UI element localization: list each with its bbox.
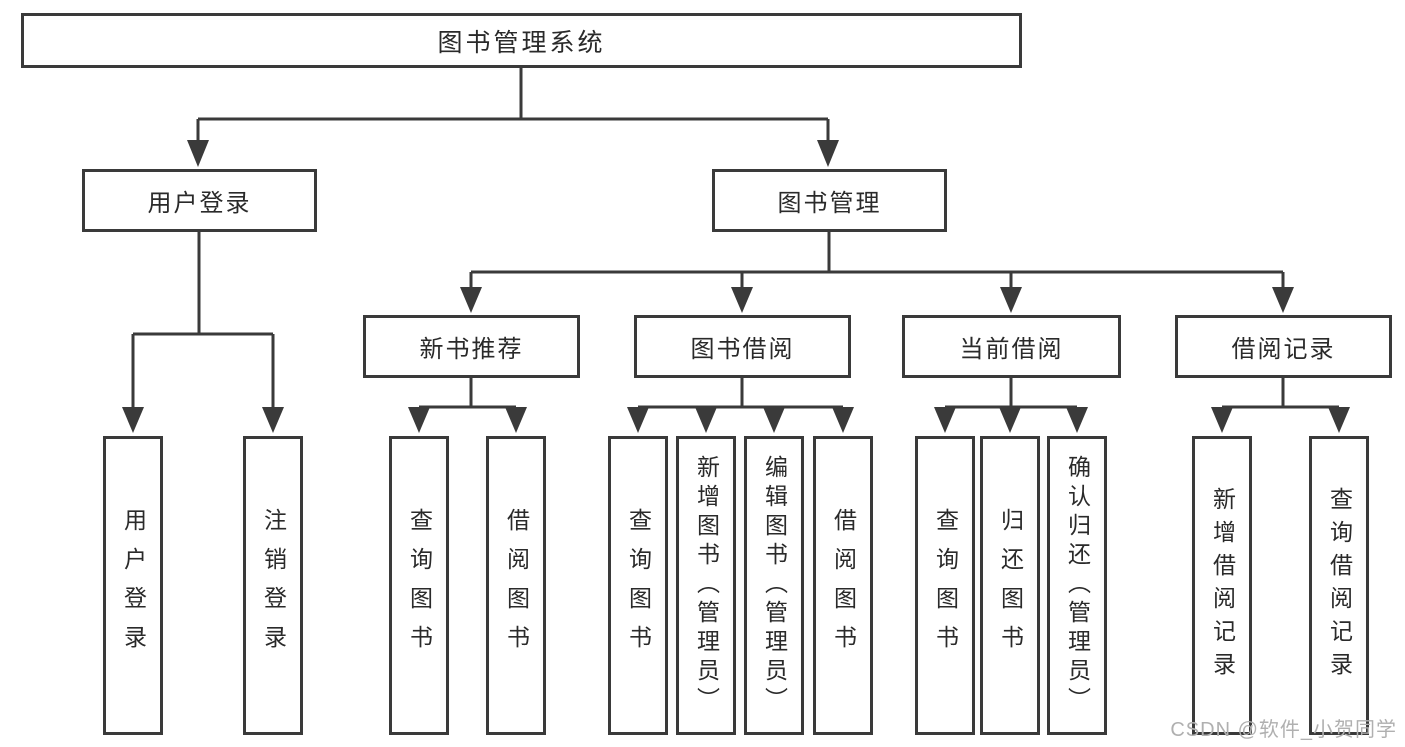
leaf-query-book: 查询图书	[915, 436, 975, 735]
connector-arrows	[122, 140, 1350, 433]
node-label: 借阅记录	[1231, 336, 1336, 363]
node-label: 查询图书	[932, 507, 959, 664]
node-label: 注销登录	[260, 507, 287, 664]
leaf-return-book: 归还图书	[980, 436, 1040, 735]
leaf-confirm-return-admin: 确认归还（管理员）	[1047, 436, 1107, 735]
leaf-query-borrow-record: 查询借阅记录	[1309, 436, 1369, 735]
node-label: 编辑图书（管理员）	[761, 455, 788, 716]
node-root-system: 图书管理系统	[21, 13, 1022, 68]
leaf-query-book: 查询图书	[389, 436, 449, 735]
node-label: 新增图书（管理员）	[693, 455, 720, 716]
node-label: 图书管理系统	[437, 28, 606, 57]
watermark: CSDN @软件_小贺同学	[1170, 719, 1397, 741]
node-label: 借阅图书	[830, 507, 857, 664]
node-label: 确认归还（管理员）	[1064, 455, 1091, 716]
node-label: 查询借阅记录	[1326, 486, 1353, 685]
leaf-query-book: 查询图书	[608, 436, 668, 735]
node-label: 图书管理	[777, 190, 882, 217]
leaf-add-borrow-record: 新增借阅记录	[1192, 436, 1252, 735]
node-label: 查询图书	[406, 507, 433, 664]
leaf-edit-book-admin: 编辑图书（管理员）	[744, 436, 804, 735]
leaf-user-login: 用户登录	[103, 436, 163, 735]
leaf-add-book-admin: 新增图书（管理员）	[676, 436, 736, 735]
node-current-borrow: 当前借阅	[902, 315, 1121, 378]
node-borrow-records: 借阅记录	[1175, 315, 1392, 378]
connector-edges	[131, 68, 1339, 409]
leaf-logout: 注销登录	[243, 436, 303, 735]
node-label: 查询图书	[625, 507, 652, 664]
node-label: 当前借阅	[959, 336, 1064, 363]
node-label: 归还图书	[997, 507, 1024, 664]
node-label: 用户登录	[147, 190, 252, 217]
node-label: 借阅图书	[503, 507, 530, 664]
leaf-borrow-book: 借阅图书	[486, 436, 546, 735]
node-book-borrow: 图书借阅	[634, 315, 851, 378]
node-user-login: 用户登录	[82, 169, 317, 232]
node-label: 用户登录	[120, 507, 147, 664]
node-label: 图书借阅	[690, 336, 795, 363]
node-label: 新书推荐	[419, 336, 524, 363]
node-new-book-recommend: 新书推荐	[363, 315, 580, 378]
node-label: 新增借阅记录	[1209, 486, 1236, 685]
node-book-management: 图书管理	[712, 169, 947, 232]
leaf-borrow-book: 借阅图书	[813, 436, 873, 735]
